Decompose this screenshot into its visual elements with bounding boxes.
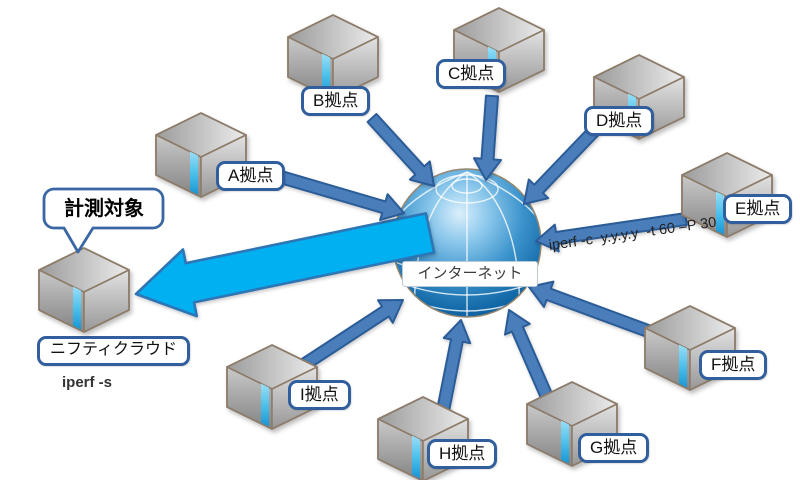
arrow-b-to-internet bbox=[366, 113, 435, 187]
internet-label: インターネット bbox=[402, 261, 538, 287]
arrow-d-to-internet bbox=[523, 125, 600, 205]
arrow-e-to-internet bbox=[535, 212, 688, 253]
callout-bubble bbox=[42, 187, 165, 254]
server-icon-target bbox=[38, 247, 130, 333]
arrow-i-to-internet bbox=[297, 299, 404, 372]
server-command-text: iperf -s bbox=[62, 374, 113, 391]
site-label-a: A拠点 bbox=[216, 161, 286, 192]
arrow-c-to-internet bbox=[473, 94, 502, 181]
site-label-b: B拠点 bbox=[301, 86, 371, 117]
measurement-callout-label: 計測対象 bbox=[64, 198, 144, 220]
site-label-c: C拠点 bbox=[436, 59, 507, 90]
site-label-e: E拠点 bbox=[723, 194, 793, 225]
site-label-f: F拠点 bbox=[699, 350, 768, 381]
site-label-h: H拠点 bbox=[427, 439, 498, 470]
measurement-arrow bbox=[134, 212, 436, 318]
site-label-i: I拠点 bbox=[288, 380, 351, 411]
site-label-g: G拠点 bbox=[578, 433, 650, 464]
target-server-label: ニフティクラウド bbox=[37, 336, 191, 366]
arrow-f-to-internet bbox=[528, 280, 652, 338]
site-label-d: D拠点 bbox=[584, 106, 655, 137]
